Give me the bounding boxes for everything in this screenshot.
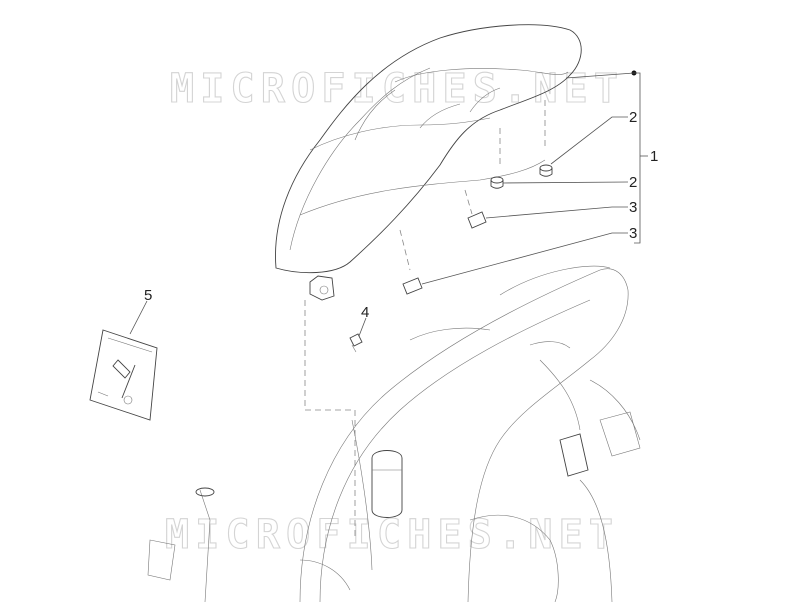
tool-kit-bag <box>89 329 158 421</box>
callout-4: 4 <box>361 304 369 321</box>
seat-drawing <box>275 24 582 301</box>
callout-5: 5 <box>144 287 152 304</box>
watermark-bottom: MICROFICHES.NET <box>165 512 615 558</box>
callout-3-latch-top: 3 <box>629 199 637 216</box>
latch-pad-2 <box>402 277 423 295</box>
latch-pad-1 <box>467 211 487 229</box>
callout-3-latch-bottom: 3 <box>629 225 637 242</box>
rubber-bumper-1 <box>539 164 553 177</box>
dash-line-latch-1 <box>464 189 473 215</box>
rubber-bumper-2 <box>490 176 504 189</box>
screw-part <box>349 333 363 353</box>
callout-2-bumper-top: 2 <box>629 109 637 126</box>
leader-lines <box>129 70 648 337</box>
scooter-frame-drawing <box>147 265 641 602</box>
dash-line-latch-2 <box>399 229 411 271</box>
callout-2-bumper-bottom: 2 <box>629 174 637 191</box>
dash-line-seat <box>304 300 356 540</box>
callout-1: 1 <box>650 148 658 165</box>
watermark-top: MICROFICHES.NET <box>170 66 620 112</box>
